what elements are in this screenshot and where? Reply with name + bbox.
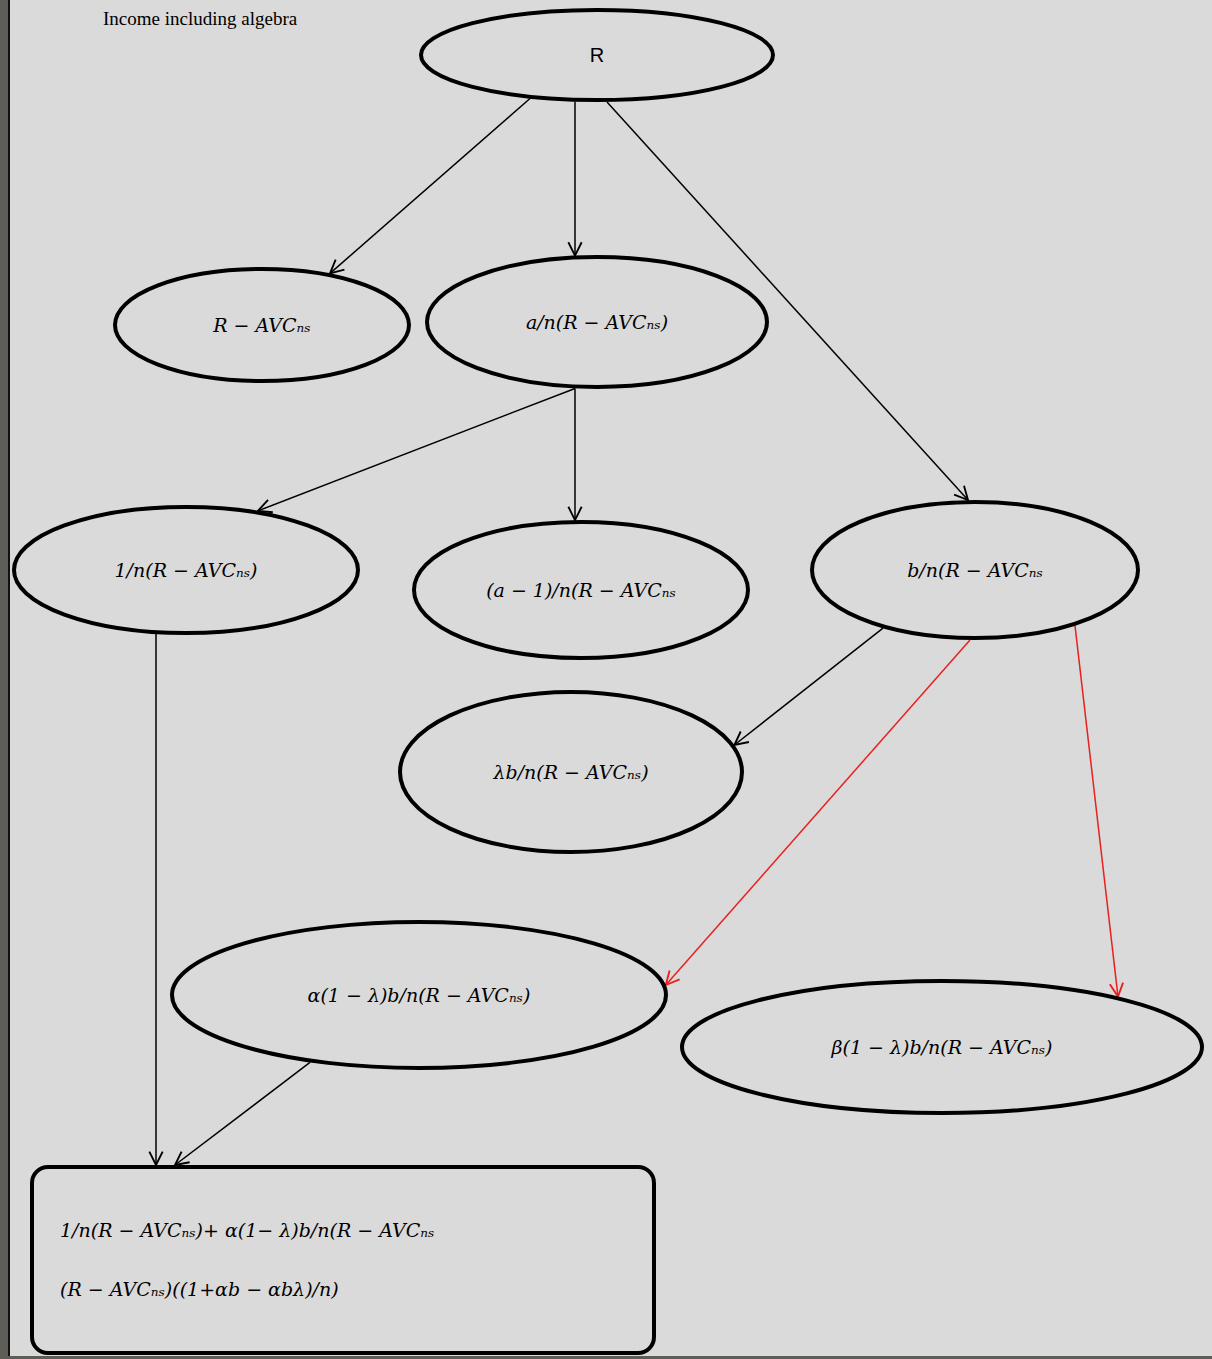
ellipse-shape [400, 692, 742, 852]
ellipse-shape [421, 10, 773, 100]
diagram-title: Income including algebra [103, 8, 297, 30]
result-box: 1/n(R − AVCₙₛ)+ α(1− λ)b/n(R − AVCₙₛ (R −… [30, 1165, 656, 1355]
connector-arrow [330, 99, 530, 274]
formula-text: (R − AVCₙₛ)((1+αb − αbλ)/n) [60, 1277, 339, 1302]
variable-label: R [590, 42, 604, 68]
connector-arrow [1075, 626, 1118, 997]
background-panel [8, 0, 1212, 1356]
formula-text: α(1 − λ)b/n(R − AVCₙₛ) [308, 983, 531, 1008]
formula-text: 1/n(R − AVCₙₛ) [115, 558, 258, 583]
ellipse-node: λb/n(R − AVCₙₛ) [398, 690, 744, 854]
ellipse-shape [414, 522, 748, 658]
formula-text: (a − 1)/n(R − AVCₙₛ [486, 578, 676, 603]
connector-arrow [155, 634, 157, 1165]
connector-arrow [258, 388, 575, 510]
formula-text: b/n(R − AVCₙₛ [907, 558, 1043, 583]
ellipse-node: R [419, 8, 775, 102]
ellipse-node: (a − 1)/n(R − AVCₙₛ [412, 520, 750, 660]
ellipse-node: α(1 − λ)b/n(R − AVCₙₛ) [170, 920, 668, 1070]
formula-text: λb/n(R − AVCₙₛ) [493, 760, 648, 785]
connector-arrow [574, 388, 576, 520]
ellipse-shape [427, 257, 767, 387]
connector-arrow [734, 628, 883, 745]
ellipse-shape [172, 922, 666, 1068]
formula-text: β(1 − λ)b/n(R − AVCₙₛ) [831, 1035, 1052, 1060]
formula-text: R − AVCₙₛ [213, 313, 310, 338]
ellipse-node: β(1 − λ)b/n(R − AVCₙₛ) [680, 979, 1204, 1115]
connector-arrow [175, 1062, 310, 1165]
ellipse-shape [14, 507, 358, 633]
connector-arrow [574, 102, 576, 256]
ellipse-node: R − AVCₙₛ [113, 267, 411, 383]
ellipse-node: a/n(R − AVCₙₛ) [425, 255, 769, 389]
ellipse-node: 1/n(R − AVCₙₛ) [12, 505, 360, 635]
ellipse-shape [115, 269, 409, 381]
ellipse-shape [812, 502, 1138, 638]
formula-text: 1/n(R − AVCₙₛ)+ α(1− λ)b/n(R − AVCₙₛ [60, 1218, 434, 1243]
formula-text: a/n(R − AVCₙₛ) [526, 310, 668, 335]
ellipse-shape [682, 981, 1202, 1113]
ellipse-node: b/n(R − AVCₙₛ [810, 500, 1140, 640]
